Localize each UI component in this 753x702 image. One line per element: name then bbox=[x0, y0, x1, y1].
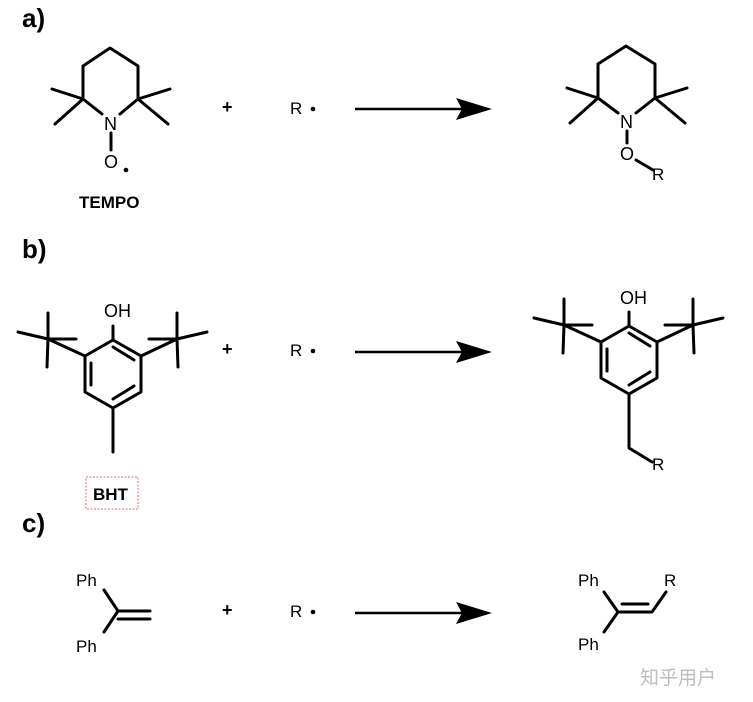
tempo-adduct-structure: N O R bbox=[565, 44, 689, 184]
product-r-group: R bbox=[664, 571, 676, 590]
panel-a-arrow bbox=[355, 98, 492, 120]
bht-label-box bbox=[85, 476, 139, 510]
adduct-hydroxyl: OH bbox=[620, 288, 647, 308]
diphenylethylene-structure: Ph Ph bbox=[76, 571, 152, 656]
reactant-ph-bottom: Ph bbox=[76, 637, 97, 656]
tempo-nitrogen: N bbox=[104, 114, 117, 134]
panel-a-radical-r: R bbox=[290, 99, 302, 118]
adduct-oxygen: O bbox=[620, 144, 634, 164]
tempo-structure: N O bbox=[50, 46, 172, 173]
bht-structure: OH bbox=[16, 301, 209, 454]
panel-c-arrow bbox=[355, 602, 492, 624]
panel-c-plus: + bbox=[222, 600, 233, 620]
panel-a-plus: + bbox=[222, 97, 233, 117]
panel-b-label: b) bbox=[22, 234, 47, 264]
panel-b-plus: + bbox=[222, 339, 233, 359]
bht-name: BHT bbox=[93, 485, 129, 504]
adduct-nitrogen: N bbox=[620, 112, 633, 132]
panel-c-label: c) bbox=[22, 508, 45, 538]
tempo-name: TEMPO bbox=[79, 193, 139, 212]
reactant-ph-top: Ph bbox=[76, 571, 97, 590]
product-ph-top: Ph bbox=[578, 571, 599, 590]
product-ph-bottom: Ph bbox=[578, 635, 599, 654]
bht-hydroxyl: OH bbox=[104, 301, 131, 321]
panel-b-radical-dot bbox=[310, 348, 316, 354]
adduct-r-group: R bbox=[652, 165, 664, 184]
panel-a-radical-dot bbox=[310, 106, 316, 112]
bht-adduct-structure: OH R bbox=[532, 288, 725, 474]
panel-b-arrow bbox=[355, 341, 492, 363]
panel-c-radical-dot bbox=[310, 609, 316, 615]
tempo-oxygen: O bbox=[104, 152, 118, 172]
bht-adduct-r-group: R bbox=[652, 455, 664, 474]
tempo-radical-dot bbox=[123, 167, 129, 173]
panel-c-radical-r: R bbox=[290, 602, 302, 621]
watermark: 知乎用户 bbox=[640, 667, 716, 689]
panel-a-label: a) bbox=[22, 3, 45, 33]
panel-b-radical-r: R bbox=[290, 341, 302, 360]
alkene-adduct-structure: Ph Ph R bbox=[578, 571, 676, 654]
